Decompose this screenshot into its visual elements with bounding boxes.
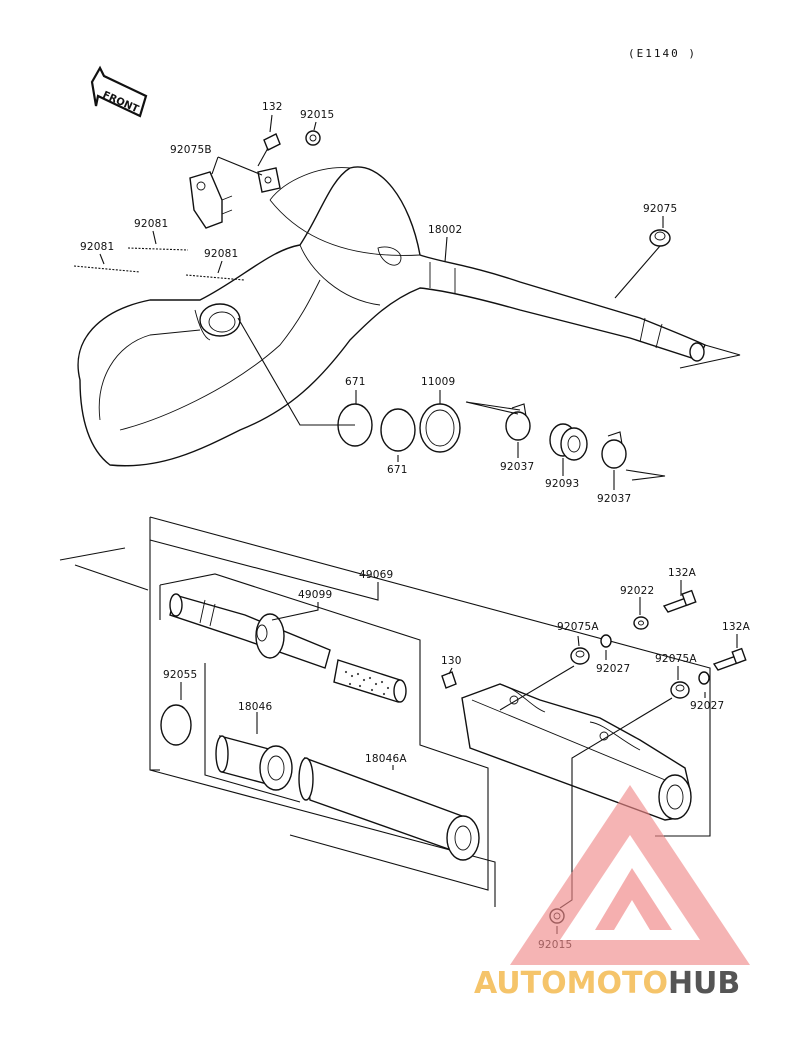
diagram-code: (E1140 ) xyxy=(628,47,697,60)
label-18002: 18002 xyxy=(428,224,462,236)
damper-92075 xyxy=(649,229,671,247)
label-92075A-a: 92075A xyxy=(557,621,599,633)
sleeve-92093 xyxy=(549,423,588,461)
bolt-132 xyxy=(257,133,281,167)
o-ring-671-b xyxy=(380,408,416,452)
label-92081-c: 92081 xyxy=(204,248,238,260)
packing-18046 xyxy=(215,735,293,791)
label-92027-b: 92027 xyxy=(690,700,724,712)
silencer-inner-frame-49099 xyxy=(159,573,489,891)
label-49069: 49069 xyxy=(359,569,393,581)
nut-92015-top xyxy=(305,130,321,146)
collar-92027-b xyxy=(698,671,710,685)
collar-92027-a xyxy=(600,634,612,648)
spring-92081-a xyxy=(127,247,189,251)
expansion-chamber-18002 xyxy=(77,166,706,467)
label-92055: 92055 xyxy=(163,669,197,681)
watermark-brand-part1: AUTOMOTO xyxy=(474,966,668,1001)
leader-lines-lower xyxy=(149,539,738,934)
label-92027-a: 92027 xyxy=(596,663,630,675)
damper-92075A-a xyxy=(570,647,590,665)
silencer-frame-49069 xyxy=(59,516,711,907)
label-130: 130 xyxy=(441,655,462,667)
damper-92075A-b xyxy=(670,681,690,699)
gasket-11009 xyxy=(419,403,461,453)
label-132A-b: 132A xyxy=(722,621,751,633)
label-18046A: 18046A xyxy=(365,753,407,765)
label-671-b: 671 xyxy=(387,464,408,476)
pipe-49099 xyxy=(169,593,407,703)
front-arrow-icon: FRONT xyxy=(90,65,148,118)
packing-18046A xyxy=(298,756,480,861)
watermark-brand-part2: HUB xyxy=(668,966,740,1001)
label-132: 132 xyxy=(262,101,283,113)
label-671-a: 671 xyxy=(345,376,366,388)
watermark-brand: AUTOMOTOHUB xyxy=(474,966,740,1001)
watermark-logo xyxy=(510,785,750,965)
label-92015-top: 92015 xyxy=(300,109,334,121)
bolt-132A-b xyxy=(712,647,747,671)
spring-92081-c xyxy=(185,274,245,281)
label-92075B: 92075B xyxy=(170,144,212,156)
silencer-body xyxy=(461,683,692,821)
label-18046: 18046 xyxy=(238,701,273,713)
label-92081-b: 92081 xyxy=(80,241,114,253)
bolt-130 xyxy=(441,671,457,689)
label-92075A-b: 92075A xyxy=(655,653,697,665)
o-ring-92055 xyxy=(160,704,192,746)
bolt-132A-a xyxy=(662,589,697,613)
label-49099: 49099 xyxy=(298,589,332,601)
label-92081-a: 92081 xyxy=(134,218,168,230)
bracket-92075B xyxy=(189,171,233,229)
label-132A-a: 132A xyxy=(668,567,697,579)
leader-lines-upper xyxy=(99,114,741,490)
label-92075: 92075 xyxy=(643,203,677,215)
label-11009: 11009 xyxy=(421,376,455,388)
washer-92022 xyxy=(633,616,649,630)
label-92022: 92022 xyxy=(620,585,654,597)
clamp-92037-a xyxy=(505,403,531,441)
label-92093: 92093 xyxy=(545,478,579,490)
clamp-92037-b xyxy=(601,431,627,469)
spring-92081-b xyxy=(73,265,141,273)
label-92037-b: 92037 xyxy=(597,493,631,505)
label-92037-a: 92037 xyxy=(500,461,534,473)
